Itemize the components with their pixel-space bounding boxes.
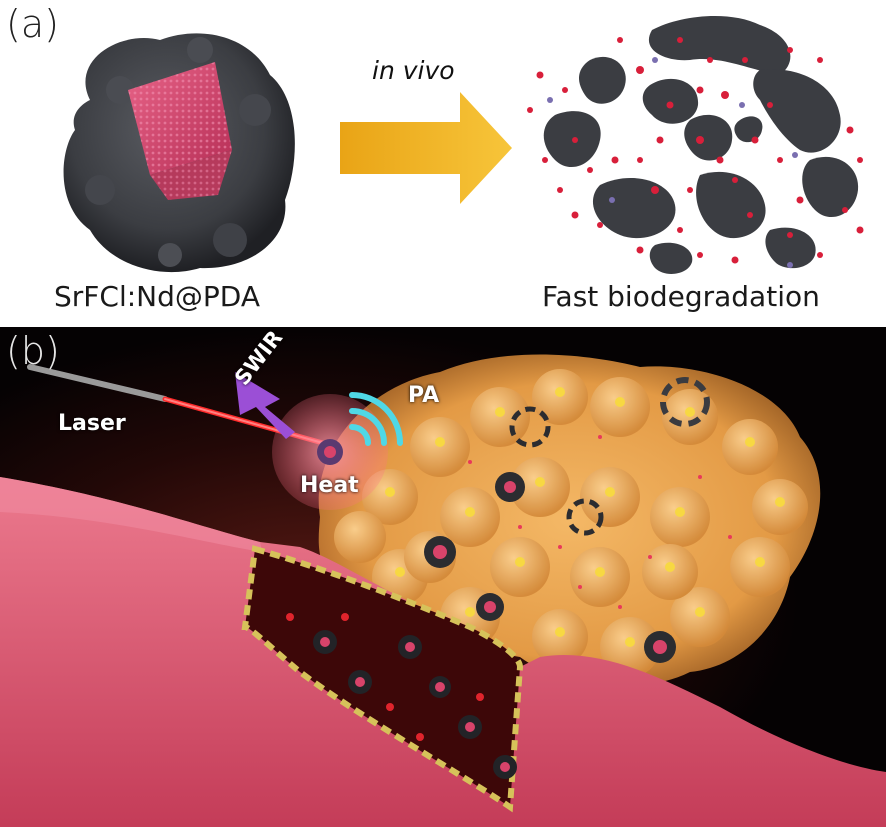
tumor-mass [318, 354, 821, 687]
degraded-ions-purple [547, 57, 798, 268]
degraded-ions [527, 37, 864, 264]
swir-arrow [235, 372, 295, 439]
degraded-fragments [543, 15, 859, 274]
heat-label: Heat [300, 473, 359, 498]
in-vivo-arrow [340, 92, 512, 204]
panel-a-label: (a) [6, 2, 59, 46]
nanoparticle-core [128, 62, 232, 200]
panel-b-label: (b) [6, 329, 60, 373]
in-vivo-label: in vivo [372, 56, 455, 85]
tumor-nanoparticles [424, 377, 710, 663]
pa-waves [349, 392, 403, 446]
panel-b: (b) Laser SWIR PA Heat [0, 327, 886, 827]
biodegradation-caption: Fast biodegradation [542, 280, 820, 313]
panel-a: (a) in vivo SrFCl:Nd@PDA Fast biodegrada… [0, 0, 886, 324]
pa-label: PA [408, 383, 440, 408]
blood-vessel [0, 477, 886, 827]
nanoparticle-caption: SrFCl:Nd@PDA [54, 280, 260, 313]
panel-a-art [63, 15, 864, 274]
panel-b-art [0, 327, 886, 827]
laser-label: Laser [58, 411, 126, 436]
